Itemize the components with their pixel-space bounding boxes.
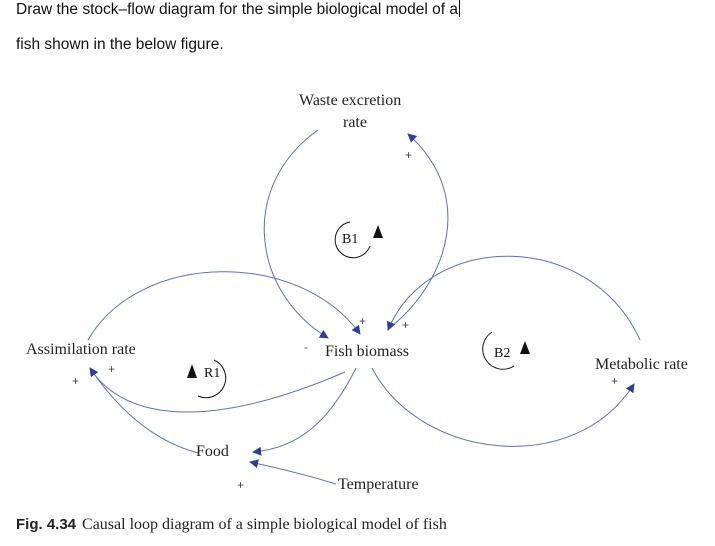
loop-b1-circle xyxy=(334,221,371,259)
node-fish-biomass: Fish biomass xyxy=(325,343,410,360)
polarity-fish-from-assimilation: + xyxy=(359,314,367,328)
question-text: Draw the stock–flow diagram for the simp… xyxy=(16,1,458,18)
link-assimilation-to-fish xyxy=(87,271,361,341)
loop-b1-arrow-icon xyxy=(373,225,383,238)
loop-b1-label: B1 xyxy=(342,232,359,247)
loop-r1-circle xyxy=(197,359,227,399)
loop-r1-arrow-icon xyxy=(187,364,197,378)
node-waste-excretion-line2: rate xyxy=(343,114,367,131)
node-waste-excretion-line1: Waste excretion xyxy=(299,92,402,109)
polarity-metabolic-in: + xyxy=(611,374,619,388)
link-food-to-assimilation xyxy=(89,367,199,454)
loop-r1-label: R1 xyxy=(204,366,221,381)
loop-b2-circle xyxy=(482,331,515,370)
link-temperature-to-food xyxy=(249,459,337,485)
node-metabolic-rate: Metabolic rate xyxy=(595,356,688,373)
polarity-waste-in: + xyxy=(405,148,413,162)
node-temperature: Temperature xyxy=(338,476,419,493)
polarity-assimilation-left: + xyxy=(72,374,80,388)
link-waste-to-fish xyxy=(263,129,329,339)
link-metabolic-to-fish xyxy=(387,255,641,341)
question-line-1: Draw the stock–flow diagram for the simp… xyxy=(16,0,461,19)
polarity-fish-from-metabolic: + xyxy=(402,318,410,332)
polarity-assimilation-in: + xyxy=(108,362,116,376)
figure-label: Fig. 4.34 xyxy=(16,516,77,533)
polarity-fish-from-waste: - xyxy=(304,340,308,354)
link-fish-to-food xyxy=(252,367,357,456)
node-food: Food xyxy=(196,443,229,460)
figure-caption: Fig. 4.34 Causal loop diagram of a simple… xyxy=(16,516,447,534)
figure-caption-text: Causal loop diagram of a simple biologic… xyxy=(82,516,447,533)
link-fish-to-metabolic xyxy=(371,367,635,447)
loop-b2-arrow-icon xyxy=(520,341,530,354)
question-line-2: fish shown in the below figure. xyxy=(16,36,224,53)
link-fish-to-waste xyxy=(391,133,449,327)
text-cursor xyxy=(458,0,461,17)
polarity-food-from-temperature: + xyxy=(237,478,245,492)
loop-b2-label: B2 xyxy=(494,346,511,361)
link-assimilation-to-food xyxy=(93,371,346,413)
node-assimilation-rate: Assimilation rate xyxy=(26,341,136,358)
